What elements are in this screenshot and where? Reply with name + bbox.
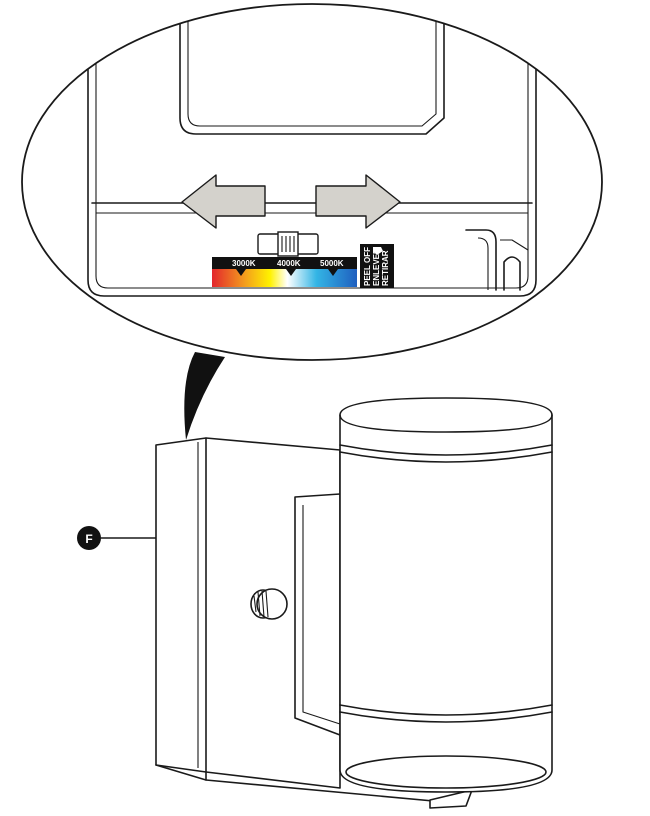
cct-label-5000k: 5000K [320, 259, 344, 268]
callout-marker [77, 526, 101, 550]
arrow-left-icon [181, 174, 266, 229]
cct-label-3000k: 3000K [232, 259, 256, 268]
peel-label-en: PEEL OFF [363, 247, 372, 286]
cct-pointer-4000k [286, 269, 296, 276]
callout-f: F [77, 526, 159, 550]
cct-pointer-5000k [328, 269, 338, 276]
zoom-detail: 3000K 4000K 5000K PEEL OFF ENLEVER RETIR… [21, 3, 603, 361]
cct-scale: 3000K 4000K 5000K [212, 257, 357, 287]
peel-off-label: PEEL OFF ENLEVER RETIRAR [360, 244, 394, 288]
cct-slider-switch[interactable] [257, 231, 319, 257]
set-screw-knob [250, 588, 288, 620]
cct-label-4000k: 4000K [277, 259, 301, 268]
zoom-ellipse [21, 3, 603, 361]
arm-bracket [294, 493, 341, 736]
peel-label-fr: ENLEVER [372, 248, 381, 286]
callout-letter: F [85, 532, 92, 546]
zoom-pointer [184, 352, 225, 440]
shade-bottom-rim [345, 755, 547, 789]
cct-pointer-3000k [236, 269, 246, 276]
cylinder-shade [339, 397, 553, 793]
slider-knob[interactable] [277, 231, 299, 257]
peel-label-es: RETIRAR [381, 250, 390, 286]
peel-icon [373, 247, 383, 255]
arrow-right-icon [315, 174, 401, 229]
wall-sconce [155, 397, 553, 809]
